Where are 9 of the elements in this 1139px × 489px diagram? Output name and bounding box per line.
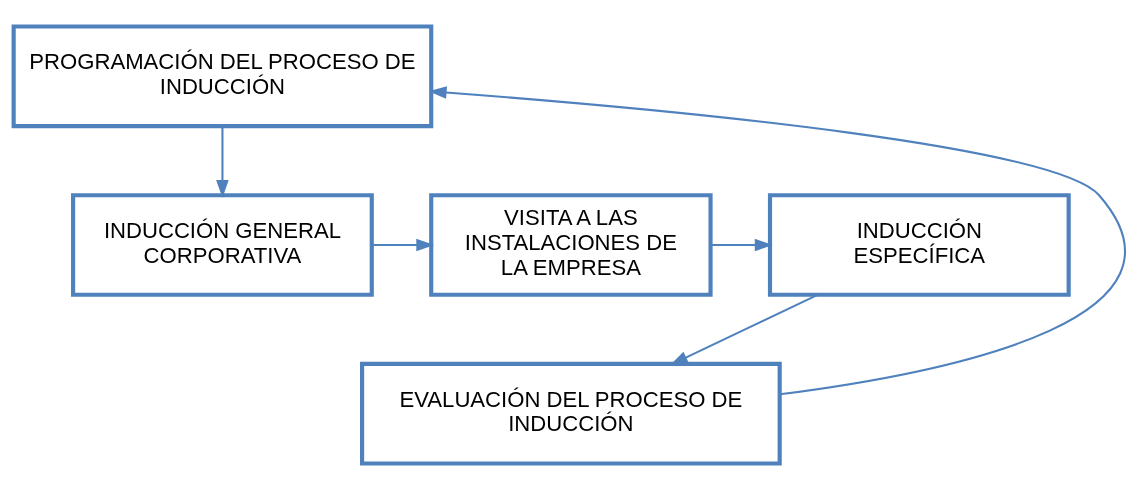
arrow [428,85,1125,395]
node-box: EVALUACIÓN DEL PROCESO DE INDUCCIÓN [360,361,782,466]
arrow [711,238,773,251]
arrow [216,125,229,198]
node-box: INDUCCIÓN GENERAL CORPORATIVA [71,192,374,297]
arrow [372,238,435,251]
node-box: INDUCCIÓN ESPECÍFICA [767,192,1071,297]
node-box: VISITA A LAS INSTALACIONES DE LA EMPRESA [429,192,713,297]
node-box: PROGRAMACIÓN DEL PROCESO DE INDUCCIÓN [11,23,434,128]
